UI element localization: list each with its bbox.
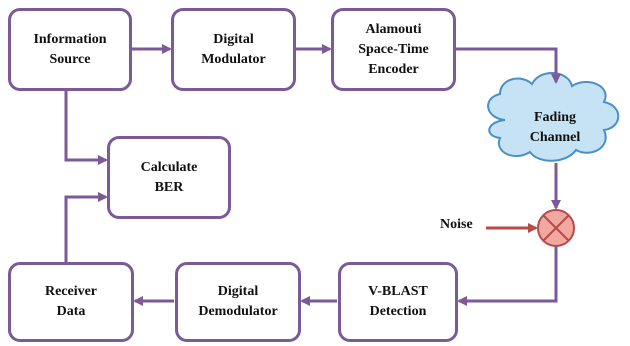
digital-demodulator-label: Digital Demodulator bbox=[198, 284, 278, 319]
calculate-ber-block: Calculate BER bbox=[107, 136, 231, 219]
arrow-receiver-to-ber bbox=[64, 192, 108, 263]
arrow-mixer-to-vblast bbox=[457, 246, 558, 306]
vblast-detection-block: V-BLAST Detection bbox=[338, 262, 458, 342]
arrow-source-to-ber bbox=[64, 91, 108, 165]
noise-mixer-symbol bbox=[537, 209, 575, 247]
information-source-label: Information Source bbox=[33, 31, 107, 67]
receiver-data-label: Receiver Data bbox=[44, 284, 98, 319]
digital-modulator-label: Digital Modulator bbox=[201, 31, 266, 67]
digital-modulator-block: Digital Modulator bbox=[171, 8, 296, 91]
fading-channel-label: Fading Channel bbox=[529, 110, 581, 145]
noise-label: Noise bbox=[440, 217, 473, 232]
arrow-encoder-to-channel bbox=[455, 47, 561, 84]
alamouti-encoder-label: Alamouti Space-Time Encoder bbox=[358, 21, 429, 77]
calculate-ber-label: Calculate BER bbox=[140, 159, 198, 195]
alamouti-encoder-block: Alamouti Space-Time Encoder bbox=[331, 8, 456, 91]
fading-channel-cloud bbox=[487, 72, 620, 162]
information-source-block: Information Source bbox=[8, 8, 132, 91]
vblast-detection-label: V-BLAST Detection bbox=[368, 284, 428, 319]
digital-demodulator-block: Digital Demodulator bbox=[175, 262, 301, 342]
receiver-data-block: Receiver Data bbox=[8, 262, 134, 342]
